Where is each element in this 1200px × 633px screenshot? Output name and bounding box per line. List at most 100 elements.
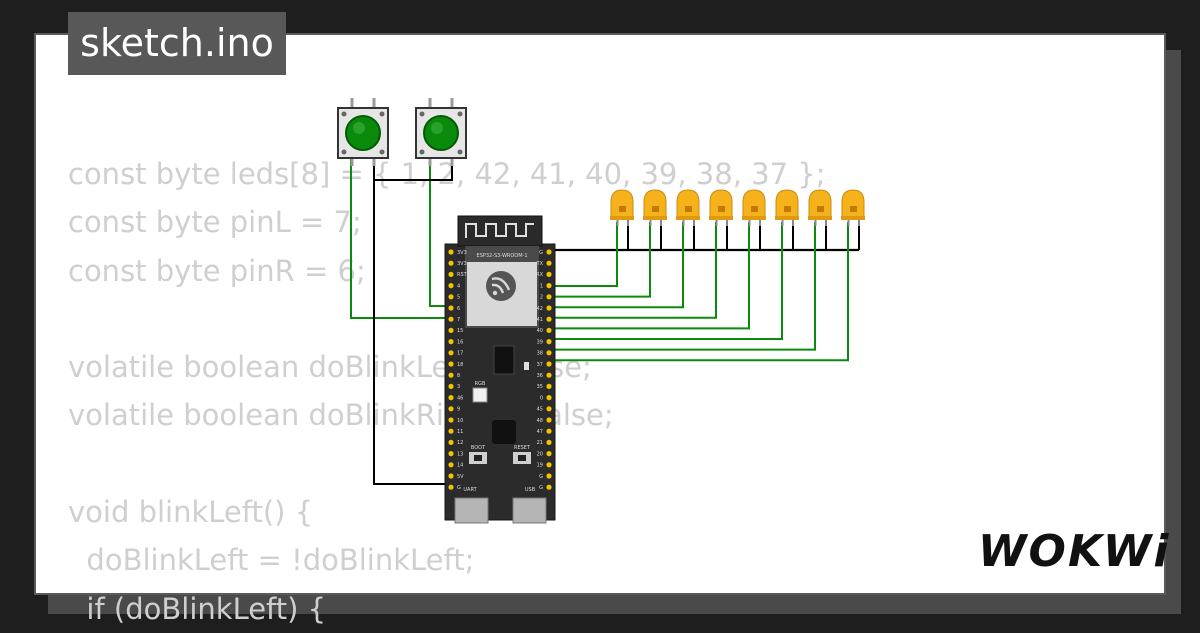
- left-pin-label: 14: [457, 463, 463, 469]
- led-anode-leg: [814, 220, 817, 226]
- led-cathode-leg: [825, 220, 827, 226]
- left-pin-16[interactable]: [448, 428, 454, 434]
- right-pin-6[interactable]: [546, 316, 552, 322]
- board-pins: 3V33V3RST4567151617188346910111213145VGG…: [448, 249, 552, 491]
- right-pin-13[interactable]: [546, 395, 552, 401]
- led-3[interactable]: [676, 189, 700, 226]
- left-pin-1[interactable]: [448, 260, 454, 266]
- left-pin-9[interactable]: [448, 350, 454, 356]
- push-button-1[interactable]: [337, 98, 389, 166]
- right-pin-11[interactable]: [546, 372, 552, 378]
- led-6[interactable]: [775, 189, 799, 226]
- right-pin-18[interactable]: [546, 451, 552, 457]
- native-usb-port[interactable]: [512, 497, 547, 524]
- module-label: ESP32-S3-WROOM-1: [476, 253, 527, 259]
- right-pin-16[interactable]: [546, 428, 552, 434]
- right-pin-7[interactable]: [546, 327, 552, 333]
- left-pin-8[interactable]: [448, 339, 454, 345]
- right-pin-0[interactable]: [546, 249, 552, 255]
- led-2[interactable]: [643, 189, 667, 226]
- left-pin-label: 3V3: [457, 261, 467, 267]
- led-signal-wire: [549, 222, 783, 340]
- button-leg: [428, 156, 432, 166]
- right-pin-12[interactable]: [546, 383, 552, 389]
- right-pin-label: 47: [537, 429, 543, 435]
- left-pin-13[interactable]: [448, 395, 454, 401]
- led-rim: [742, 216, 766, 220]
- led-die: [619, 206, 626, 212]
- led-body: [775, 189, 799, 219]
- right-pin-label: 0: [540, 395, 543, 401]
- right-pin-19[interactable]: [546, 462, 552, 468]
- file-name-tag[interactable]: sketch.ino: [68, 12, 286, 75]
- led-anode-leg: [748, 220, 751, 226]
- project-card[interactable]: [34, 33, 1166, 595]
- led-rim: [775, 216, 799, 220]
- led-die: [751, 206, 758, 212]
- right-pin-4[interactable]: [546, 294, 552, 300]
- led-die: [652, 206, 659, 212]
- left-pin-0[interactable]: [448, 249, 454, 255]
- button-corner: [379, 111, 385, 117]
- left-pin-12[interactable]: [448, 383, 454, 389]
- led-body: [808, 189, 832, 219]
- right-pin-21[interactable]: [546, 484, 552, 490]
- button-leg: [450, 98, 454, 110]
- right-pin-15[interactable]: [546, 417, 552, 423]
- right-pin-8[interactable]: [546, 339, 552, 345]
- right-pin-10[interactable]: [546, 361, 552, 367]
- right-pin-1[interactable]: [546, 260, 552, 266]
- right-pin-label: 2: [540, 295, 543, 301]
- led-rim: [808, 216, 832, 220]
- uart-usb-port[interactable]: [454, 497, 489, 524]
- led-8[interactable]: [841, 189, 865, 226]
- left-pin-label: RST: [457, 272, 468, 278]
- left-pin-11[interactable]: [448, 372, 454, 378]
- button-shine: [353, 122, 365, 134]
- led-cathode-leg: [759, 220, 761, 226]
- usb-label: USB: [525, 487, 536, 493]
- esp32-s3-board[interactable]: ESP32-S3-WROOM-1 RGB BOOT RESET UART USB…: [444, 215, 556, 524]
- push-button-2[interactable]: [415, 98, 467, 166]
- left-pin-10[interactable]: [448, 361, 454, 367]
- right-pin-14[interactable]: [546, 406, 552, 412]
- left-pin-4[interactable]: [448, 294, 454, 300]
- left-pin-15[interactable]: [448, 417, 454, 423]
- button-ground-link-wire: [374, 162, 453, 181]
- right-pin-label: 39: [537, 339, 543, 345]
- button-corner: [457, 149, 463, 155]
- left-pin-21[interactable]: [448, 484, 454, 490]
- left-pin-label: 16: [457, 339, 463, 345]
- left-pin-19[interactable]: [448, 462, 454, 468]
- reset-label: RESET: [514, 445, 531, 451]
- led-body: [709, 189, 733, 219]
- right-pin-3[interactable]: [546, 283, 552, 289]
- left-pin-7[interactable]: [448, 327, 454, 333]
- left-pin-label: 11: [457, 429, 463, 435]
- left-pin-20[interactable]: [448, 473, 454, 479]
- left-pin-label: 12: [457, 440, 463, 446]
- left-pin-18[interactable]: [448, 451, 454, 457]
- right-pin-9[interactable]: [546, 350, 552, 356]
- led-4[interactable]: [709, 189, 733, 226]
- right-pin-label: 40: [537, 328, 543, 334]
- left-pin-17[interactable]: [448, 439, 454, 445]
- right-pin-label: G: [539, 485, 543, 491]
- left-pin-2[interactable]: [448, 271, 454, 277]
- right-pin-5[interactable]: [546, 305, 552, 311]
- left-pin-6[interactable]: [448, 316, 454, 322]
- right-pin-label: 38: [537, 351, 543, 357]
- right-pin-2[interactable]: [546, 271, 552, 277]
- left-pin-3[interactable]: [448, 283, 454, 289]
- led-7[interactable]: [808, 189, 832, 226]
- led-5[interactable]: [742, 189, 766, 226]
- button-leg: [372, 98, 376, 110]
- wires: [350, 158, 860, 485]
- led-1[interactable]: [610, 189, 634, 226]
- right-pin-20[interactable]: [546, 473, 552, 479]
- left-pin-label: 13: [457, 451, 463, 457]
- left-pin-14[interactable]: [448, 406, 454, 412]
- left-pin-5[interactable]: [448, 305, 454, 311]
- right-pin-17[interactable]: [546, 439, 552, 445]
- boot-label: BOOT: [471, 445, 486, 451]
